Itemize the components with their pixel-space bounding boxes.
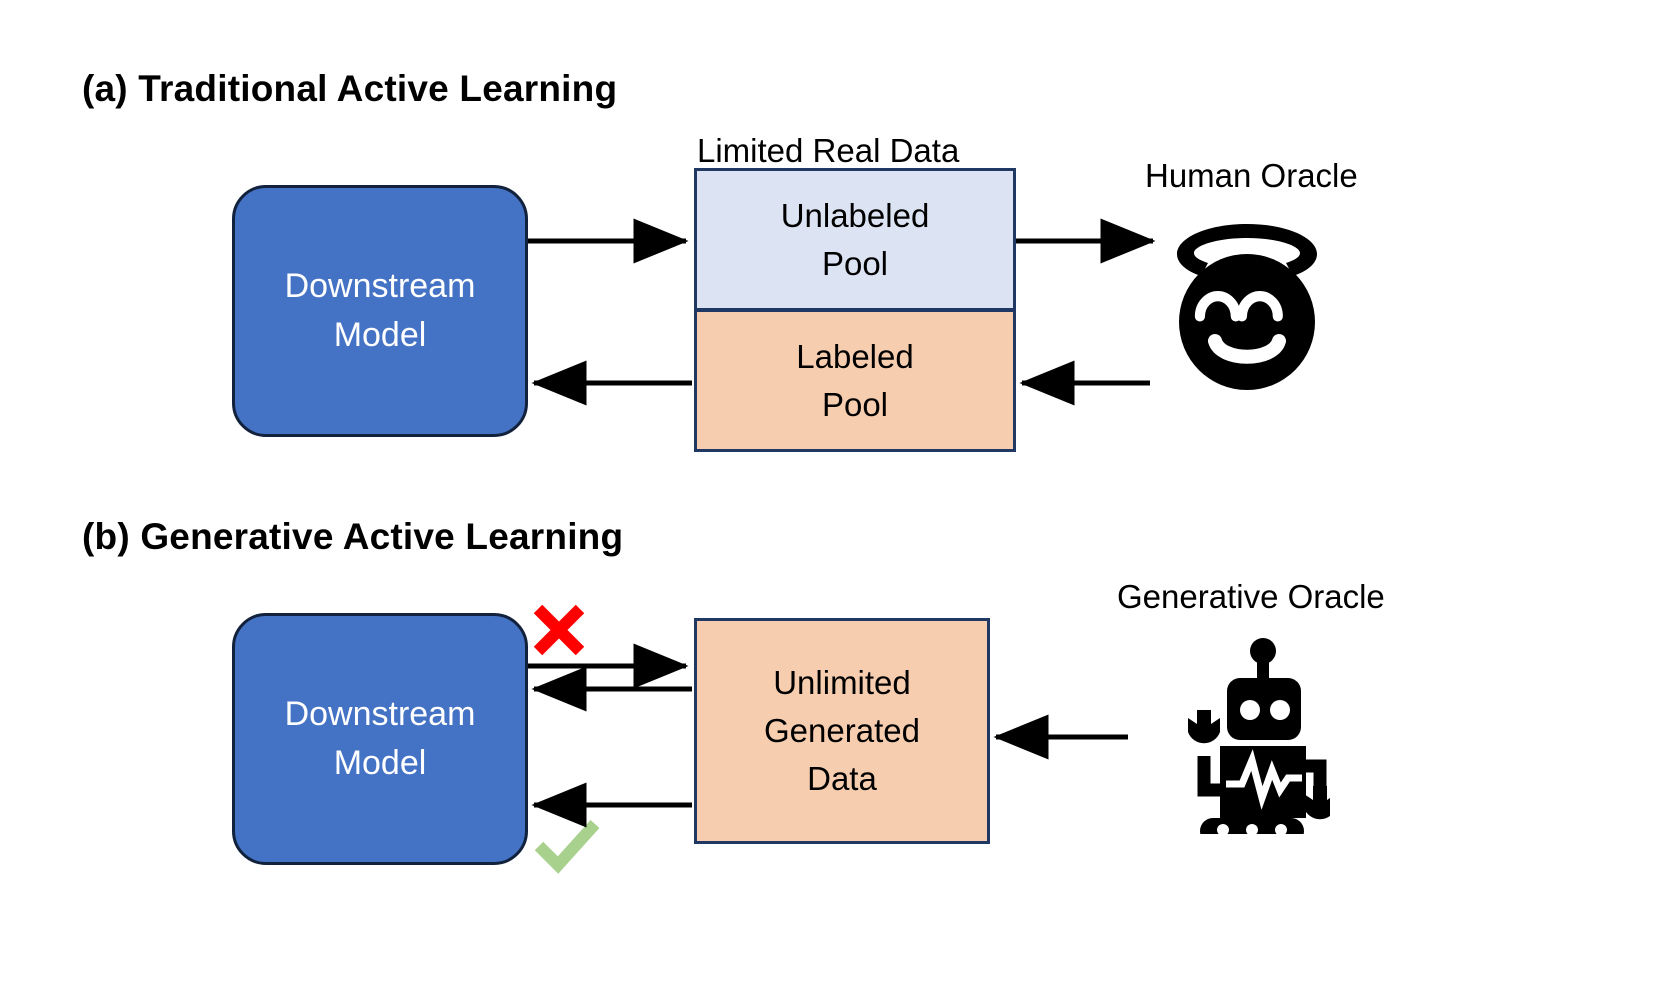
unlabeled-pool-box: Unlabeled Pool [694,168,1016,310]
smiley-halo-icon [1177,224,1317,390]
limited-real-data-label: Limited Real Data [697,132,960,169]
generative-oracle-label: Generative Oracle [1117,578,1385,615]
unlimited-generated-data-label: Unlimited Generated Data [764,664,920,797]
downstream-model-box-a: Downstream Model [232,185,528,437]
check-mark-icon [534,819,600,874]
labeled-pool-box: Labeled Pool [694,310,1016,452]
labeled-pool-label: Labeled Pool [796,337,914,423]
unlimited-generated-data-box: Unlimited Generated Data [694,618,990,844]
panel-a-title: (a) Traditional Active Learning [82,68,618,109]
unlabeled-pool-label: Unlabeled Pool [780,196,930,282]
panel-b-title: (b) Generative Active Learning [82,516,624,557]
downstream-model-label-b: Downstream Model [284,694,476,782]
human-oracle-label: Human Oracle [1145,157,1358,194]
robot-icon [1188,638,1330,834]
downstream-model-label-a: Downstream Model [284,266,476,354]
downstream-model-box-b: Downstream Model [232,613,528,865]
x-mark-icon [533,604,585,656]
